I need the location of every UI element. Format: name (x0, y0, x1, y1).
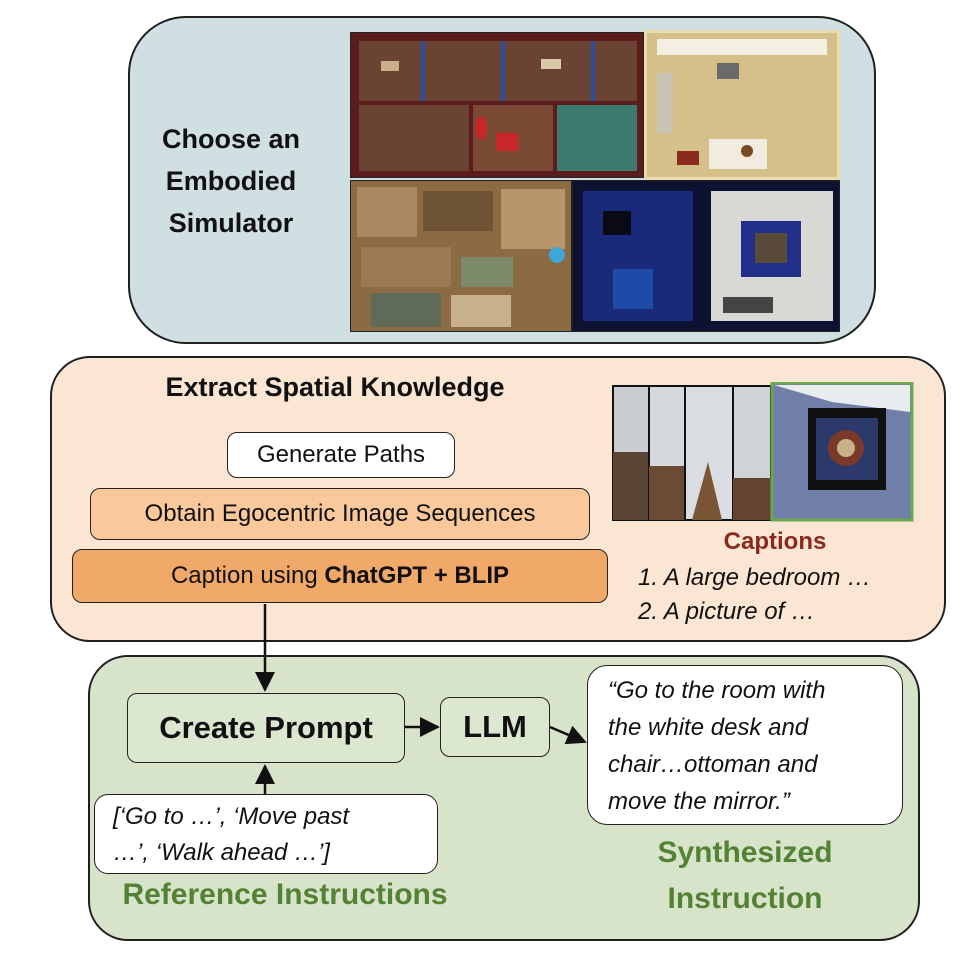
simulator-title-line3: Simulator (168, 208, 294, 238)
frame-4 (732, 385, 772, 521)
synth-label-line-2: Instruction (667, 882, 823, 915)
extraction-title: Extract Spatial Knowledge (165, 372, 505, 402)
frame-3 (684, 385, 734, 521)
simulator-title: Choose an Embodied Simulator (146, 118, 316, 244)
caption-box: Caption using ChatGPT + BLIP (72, 549, 608, 603)
generate-paths-box: Generate Paths (227, 432, 455, 478)
caption-box-prefix: Caption using (170, 562, 318, 589)
synth-line-4: move the mirror.” (608, 788, 790, 815)
synthesized-instruction-label: Synthesized Instruction (620, 830, 870, 922)
simulator-title-line1: Choose an (161, 124, 301, 154)
caption-1: 1. A large bedroom … (638, 564, 872, 591)
egocentric-images-box: Obtain Egocentric Image Sequences (90, 488, 590, 540)
simulator-image-blue-rooms (572, 180, 840, 332)
llm-box: LLM (440, 697, 550, 757)
simulator-image-house-top (350, 180, 572, 332)
reference-instructions-label: Reference Instructions (122, 878, 448, 911)
create-prompt-box: Create Prompt (127, 693, 405, 763)
caption-box-models: ChatGPT + BLIP (324, 562, 510, 589)
reference-instructions-box: [‘Go to …’, ‘Move past …’, ‘Walk ahead …… (94, 794, 438, 874)
frame-1 (612, 385, 650, 521)
simulator-image-kitchen (644, 30, 840, 180)
frame-5-highlighted (770, 381, 914, 522)
synth-label-line-1: Synthesized (657, 836, 833, 869)
simulator-title-line2: Embodied (165, 166, 297, 196)
synth-line-2: the white desk and (608, 714, 809, 741)
simulator-image-floorplan-red (350, 32, 644, 178)
reference-line-2: …’, ‘Walk ahead …’] (113, 839, 330, 866)
synth-line-3: chair…ottoman and (608, 751, 818, 778)
caption-2: 2. A picture of … (638, 598, 815, 625)
synth-line-1: “Go to the room with (608, 677, 826, 704)
reference-line-1: [‘Go to …’, ‘Move past (113, 803, 350, 830)
synthesized-instruction-box: “Go to the room with the white desk and … (587, 665, 903, 825)
frame-2 (648, 385, 686, 521)
egocentric-frame-sequence (612, 381, 914, 522)
captions-title: Captions (723, 528, 827, 555)
